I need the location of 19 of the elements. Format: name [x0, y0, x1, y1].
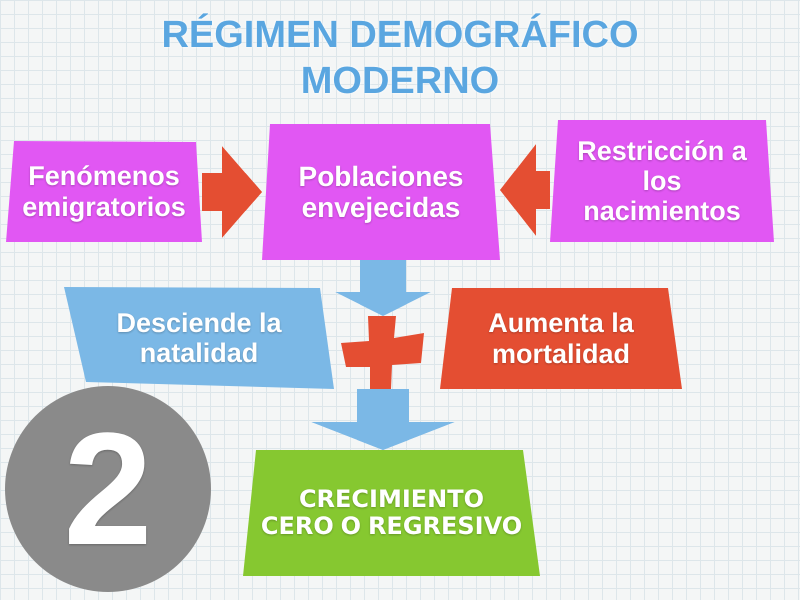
plus-icon	[341, 316, 424, 389]
concept-box	[6, 141, 202, 242]
node-label: Restricción a los nacimientos	[576, 136, 748, 226]
node-label: Desciende la natalidad	[115, 308, 283, 368]
arrow	[500, 144, 550, 236]
title: RÉGIMEN DEMOGRÁFICO MODERNO	[160, 12, 640, 104]
concept-box	[440, 288, 682, 389]
arrow	[202, 146, 262, 238]
concept-box	[64, 287, 334, 389]
node-label: Poblaciones envejecidas	[298, 160, 464, 224]
concept-box	[262, 124, 500, 260]
node-label: CRECIMIENTO CERO O REGRESIVO	[260, 486, 524, 540]
concept-box	[550, 120, 774, 242]
step-number: 2	[64, 409, 152, 569]
arrow	[335, 260, 431, 316]
arrow	[311, 389, 455, 450]
result-box	[243, 450, 540, 576]
node-label: Fenómenos emigratorios	[21, 161, 187, 222]
node-label: Aumenta la mortalidad	[487, 308, 635, 369]
